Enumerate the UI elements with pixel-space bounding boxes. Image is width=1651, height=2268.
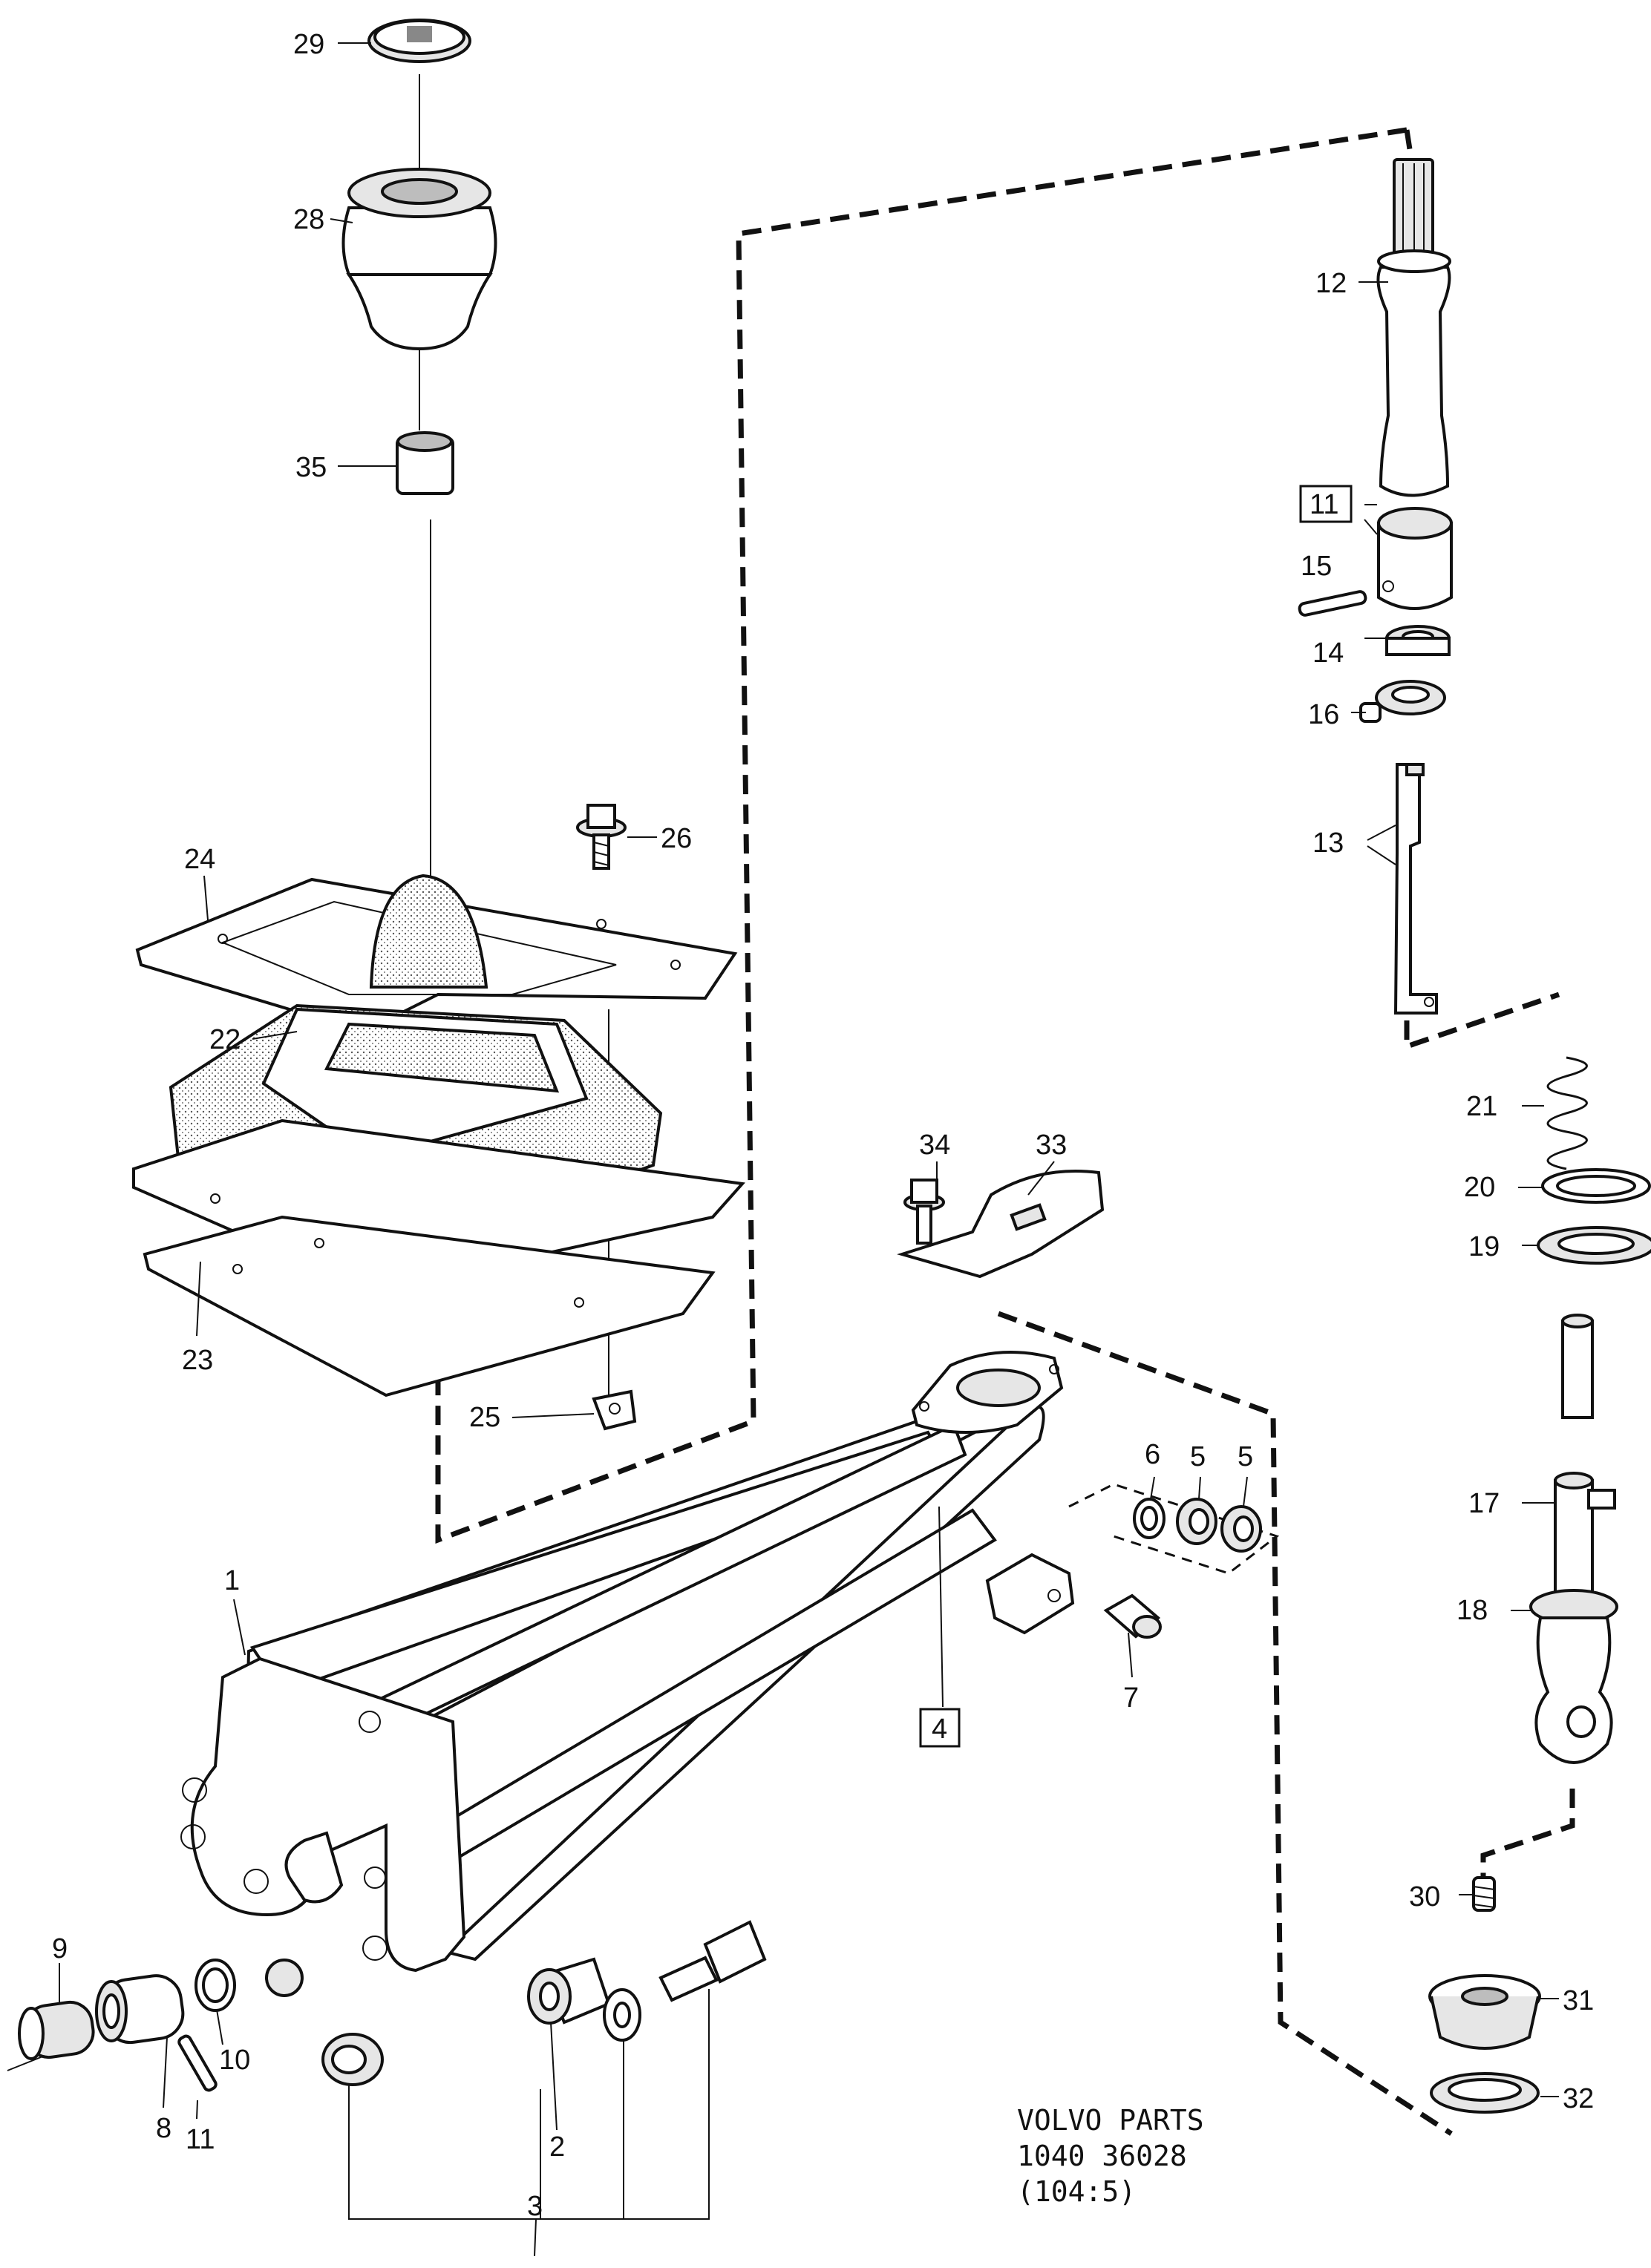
callout-32: 32: [1563, 2083, 1594, 2114]
callout-5a: 5: [1190, 1441, 1206, 1472]
gear-knob-28: [341, 168, 497, 351]
callout-34: 34: [919, 1130, 950, 1161]
flange-ring: [911, 1351, 1064, 1434]
circlip-21: [1541, 1168, 1651, 1204]
footer-line-1: VOLVO PARTS: [1017, 2104, 1204, 2137]
callout-11: 11: [186, 2124, 215, 2155]
callout-6: 6: [1145, 1439, 1160, 1470]
collar-16: [1359, 680, 1446, 723]
bushing-35: [396, 431, 454, 495]
o-ring-10: [194, 1959, 236, 2012]
callout-12-box: 11: [1299, 485, 1353, 523]
spring-22: [1546, 1056, 1588, 1170]
bushing-5b: [1220, 1505, 1262, 1553]
callout-5b: 5: [1238, 1441, 1253, 1472]
callout-13: 12: [1315, 268, 1347, 299]
pin-11: [177, 2034, 218, 2092]
bushing-3: [321, 2033, 384, 2086]
screw-30: [1472, 1876, 1496, 1912]
washer-6: [1133, 1498, 1165, 1539]
bracket-33: [897, 1170, 1105, 1279]
callout-16: 16: [1308, 699, 1339, 730]
footer-line-3: (104:5): [1017, 2175, 1136, 2208]
callout-27: 26: [661, 823, 692, 854]
callout-4: 4: [932, 1714, 947, 1745]
callout-22: 21: [1466, 1091, 1497, 1122]
callout-23: 22: [209, 1024, 241, 1055]
ring-32: [1430, 2072, 1540, 2114]
callout-1: 1: [224, 1565, 240, 1596]
callout-29: 29: [293, 29, 324, 60]
callout-2: 2: [549, 2131, 565, 2163]
bushing-2: [527, 1957, 611, 2025]
callout-20: 19: [1468, 1231, 1500, 1262]
cap-29: [367, 19, 471, 63]
callout-4-box: 4: [919, 1708, 961, 1748]
callout-15: 14: [1312, 638, 1344, 669]
nut-31: [1428, 1974, 1541, 2050]
callout-26: 25: [469, 1402, 500, 1433]
bushing-9: [18, 2000, 95, 2060]
callout-9: 9: [52, 1933, 68, 1964]
shift-frame-1: [180, 1377, 1045, 1997]
washer-20: [1537, 1226, 1651, 1265]
callout-17: 15: [1301, 551, 1332, 582]
callout-7: 7: [1123, 1682, 1139, 1714]
footer-line-2: 1040 36028: [1017, 2140, 1187, 2172]
callout-3: 3: [527, 2191, 543, 2222]
plate-24: [132, 1118, 745, 1397]
callout-35: 35: [295, 452, 327, 483]
footer-reference: VOLVO PARTS 1040 36028 (104:5): [1017, 2104, 1204, 2208]
bolt-34: [903, 1179, 945, 1245]
callout-labels: 29 28 35 26 24 22 23 25 34 33 12 11 15 1…: [52, 29, 1594, 2222]
callout-33: 33: [1036, 1130, 1067, 1161]
shaft-18: [1554, 1314, 1616, 1597]
callout-14: 13: [1312, 827, 1344, 859]
clip-26: [592, 1389, 637, 1431]
bushing-5a: [1176, 1498, 1217, 1545]
washer-2: [603, 1988, 641, 2042]
callout-21: 20: [1464, 1172, 1495, 1203]
callout-25: 24: [184, 844, 215, 875]
bracket-14: [1393, 763, 1438, 1015]
callout-8: 8: [156, 2113, 171, 2144]
ball-joint-19: [1529, 1589, 1618, 1764]
bolt-bottom: [658, 1920, 767, 2002]
boot-frame-25: [135, 874, 738, 1034]
callout-12: 11: [1310, 489, 1338, 520]
bolt-27: [576, 804, 627, 870]
callout-30: 30: [1409, 1881, 1440, 1913]
callout-18: 17: [1468, 1488, 1500, 1519]
pin-7: [1103, 1593, 1162, 1639]
pin-17: [1298, 590, 1367, 617]
callout-10: 10: [219, 2045, 250, 2076]
callout-19: 18: [1457, 1595, 1488, 1626]
sleeve-12: [1377, 507, 1453, 610]
leader-lines: [59, 42, 1559, 2257]
washer-15: [1385, 625, 1451, 656]
callout-28: 28: [293, 204, 324, 235]
callout-31: 31: [1563, 1985, 1594, 2016]
axis-line-left: [7, 2055, 45, 2071]
bushing-8: [95, 1974, 185, 2045]
lever-13: [1376, 158, 1451, 497]
callout-24: 23: [182, 1345, 213, 1376]
yoke-4: [985, 1553, 1075, 1635]
